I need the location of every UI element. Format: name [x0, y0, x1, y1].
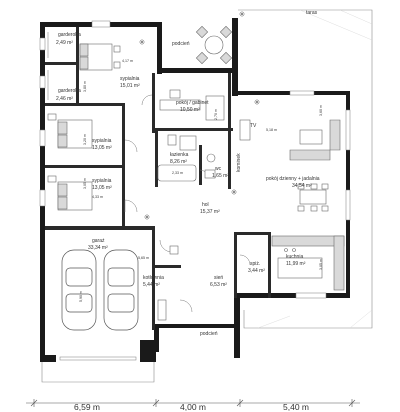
bottom-dim-1: 6,59 m: [74, 402, 100, 412]
bottom-porch-outline: [41, 348, 155, 383]
label-garderoba-mid: garderoba: [58, 88, 81, 94]
label-garaz: garaż: [92, 238, 105, 244]
dim-320: 3,20 m: [83, 134, 87, 145]
dim-417: 4,17 m: [122, 59, 133, 63]
bathtub: [157, 164, 197, 182]
label-sypialnia-2: sypialnia: [92, 138, 112, 144]
windows: [39, 20, 351, 361]
dim-305b: 3,05 m: [319, 259, 323, 270]
dim-433: 4,33 m: [92, 195, 103, 199]
label-podcien-bottom: podcień: [200, 331, 218, 337]
area-garderoba-mid: 2,46 m²: [56, 96, 73, 102]
area-hol: 15,37 m²: [200, 209, 220, 215]
label-kuchnia: kuchnia: [286, 254, 303, 260]
dim-270: 2,70 m: [214, 109, 218, 120]
area-wc: 1,65 m²: [212, 173, 229, 179]
dining-table: [299, 189, 327, 205]
bottom-dim-3: 5,40 m: [283, 402, 309, 412]
area-sypialnia-3: 13,05 m²: [92, 185, 112, 191]
area-lazienka: 8,26 m²: [170, 159, 187, 165]
label-wc: wc: [215, 166, 222, 172]
area-pokoj-gabinet: 10,50 m²: [180, 107, 200, 113]
label-garderoba-top: garderoba: [58, 32, 81, 38]
dim-590: 5,90 m: [79, 291, 83, 302]
area-sypialnia-master: 15,01 m²: [120, 83, 140, 89]
dim-380: 3,80 m: [83, 81, 87, 92]
terrace-table: [204, 35, 224, 55]
label-tv: TV: [250, 123, 257, 129]
interior-walls: [45, 27, 271, 330]
kitchen-island: [277, 257, 323, 279]
label-salon: pokój dzienny + jadalnia: [266, 176, 320, 182]
dim-518: 5,18 m: [266, 128, 277, 132]
area-spiz: 3,44 m²: [248, 268, 265, 274]
bottom-dimension-line: [26, 399, 360, 407]
label-sypialnia-master: sypialnia: [120, 76, 140, 82]
area-kuchnia: 11,99 m²: [286, 261, 306, 267]
label-kominek: kominek: [236, 153, 242, 172]
doors: [124, 94, 251, 313]
label-podcien-top: podcień: [172, 41, 190, 47]
plants: [139, 11, 260, 220]
dim-565: 5,65 m: [138, 256, 149, 260]
dim-305: 3,05 m: [83, 178, 87, 189]
label-kotlownia: kotłownia: [143, 275, 164, 281]
living-sofa: [289, 119, 341, 161]
area-salon: 34,54 m²: [292, 183, 312, 189]
label-hol: hol: [202, 202, 209, 208]
label-pokoj-gabinet: pokój / gabinet: [176, 100, 209, 106]
label-spiz: spiż.: [250, 261, 260, 267]
garage-car-1: [61, 249, 97, 331]
label-lazienka: łazienka: [170, 152, 189, 158]
label-taras: taras: [306, 10, 318, 16]
dim-360: 3,60 m: [319, 105, 323, 116]
kitchen-counter: [271, 235, 345, 247]
area-sien: 6,53 m²: [210, 282, 227, 288]
terrace-outline: [238, 9, 373, 329]
area-garaz: 33,34 m²: [88, 245, 108, 251]
label-sypialnia-3: sypialnia: [92, 178, 112, 184]
area-kotlownia: 5,44 m²: [143, 282, 160, 288]
area-garderoba-top: 2,49 m²: [56, 40, 73, 46]
garage-car-2: [103, 249, 139, 331]
bottom-dim-2: 4,00 m: [180, 402, 206, 412]
label-sien: sień: [214, 275, 223, 281]
office-desk: [159, 99, 201, 111]
dim-233: 2,33 m: [172, 171, 183, 175]
area-sypialnia-2: 13,05 m²: [92, 145, 112, 151]
terrace-hatch: [257, 9, 373, 329]
